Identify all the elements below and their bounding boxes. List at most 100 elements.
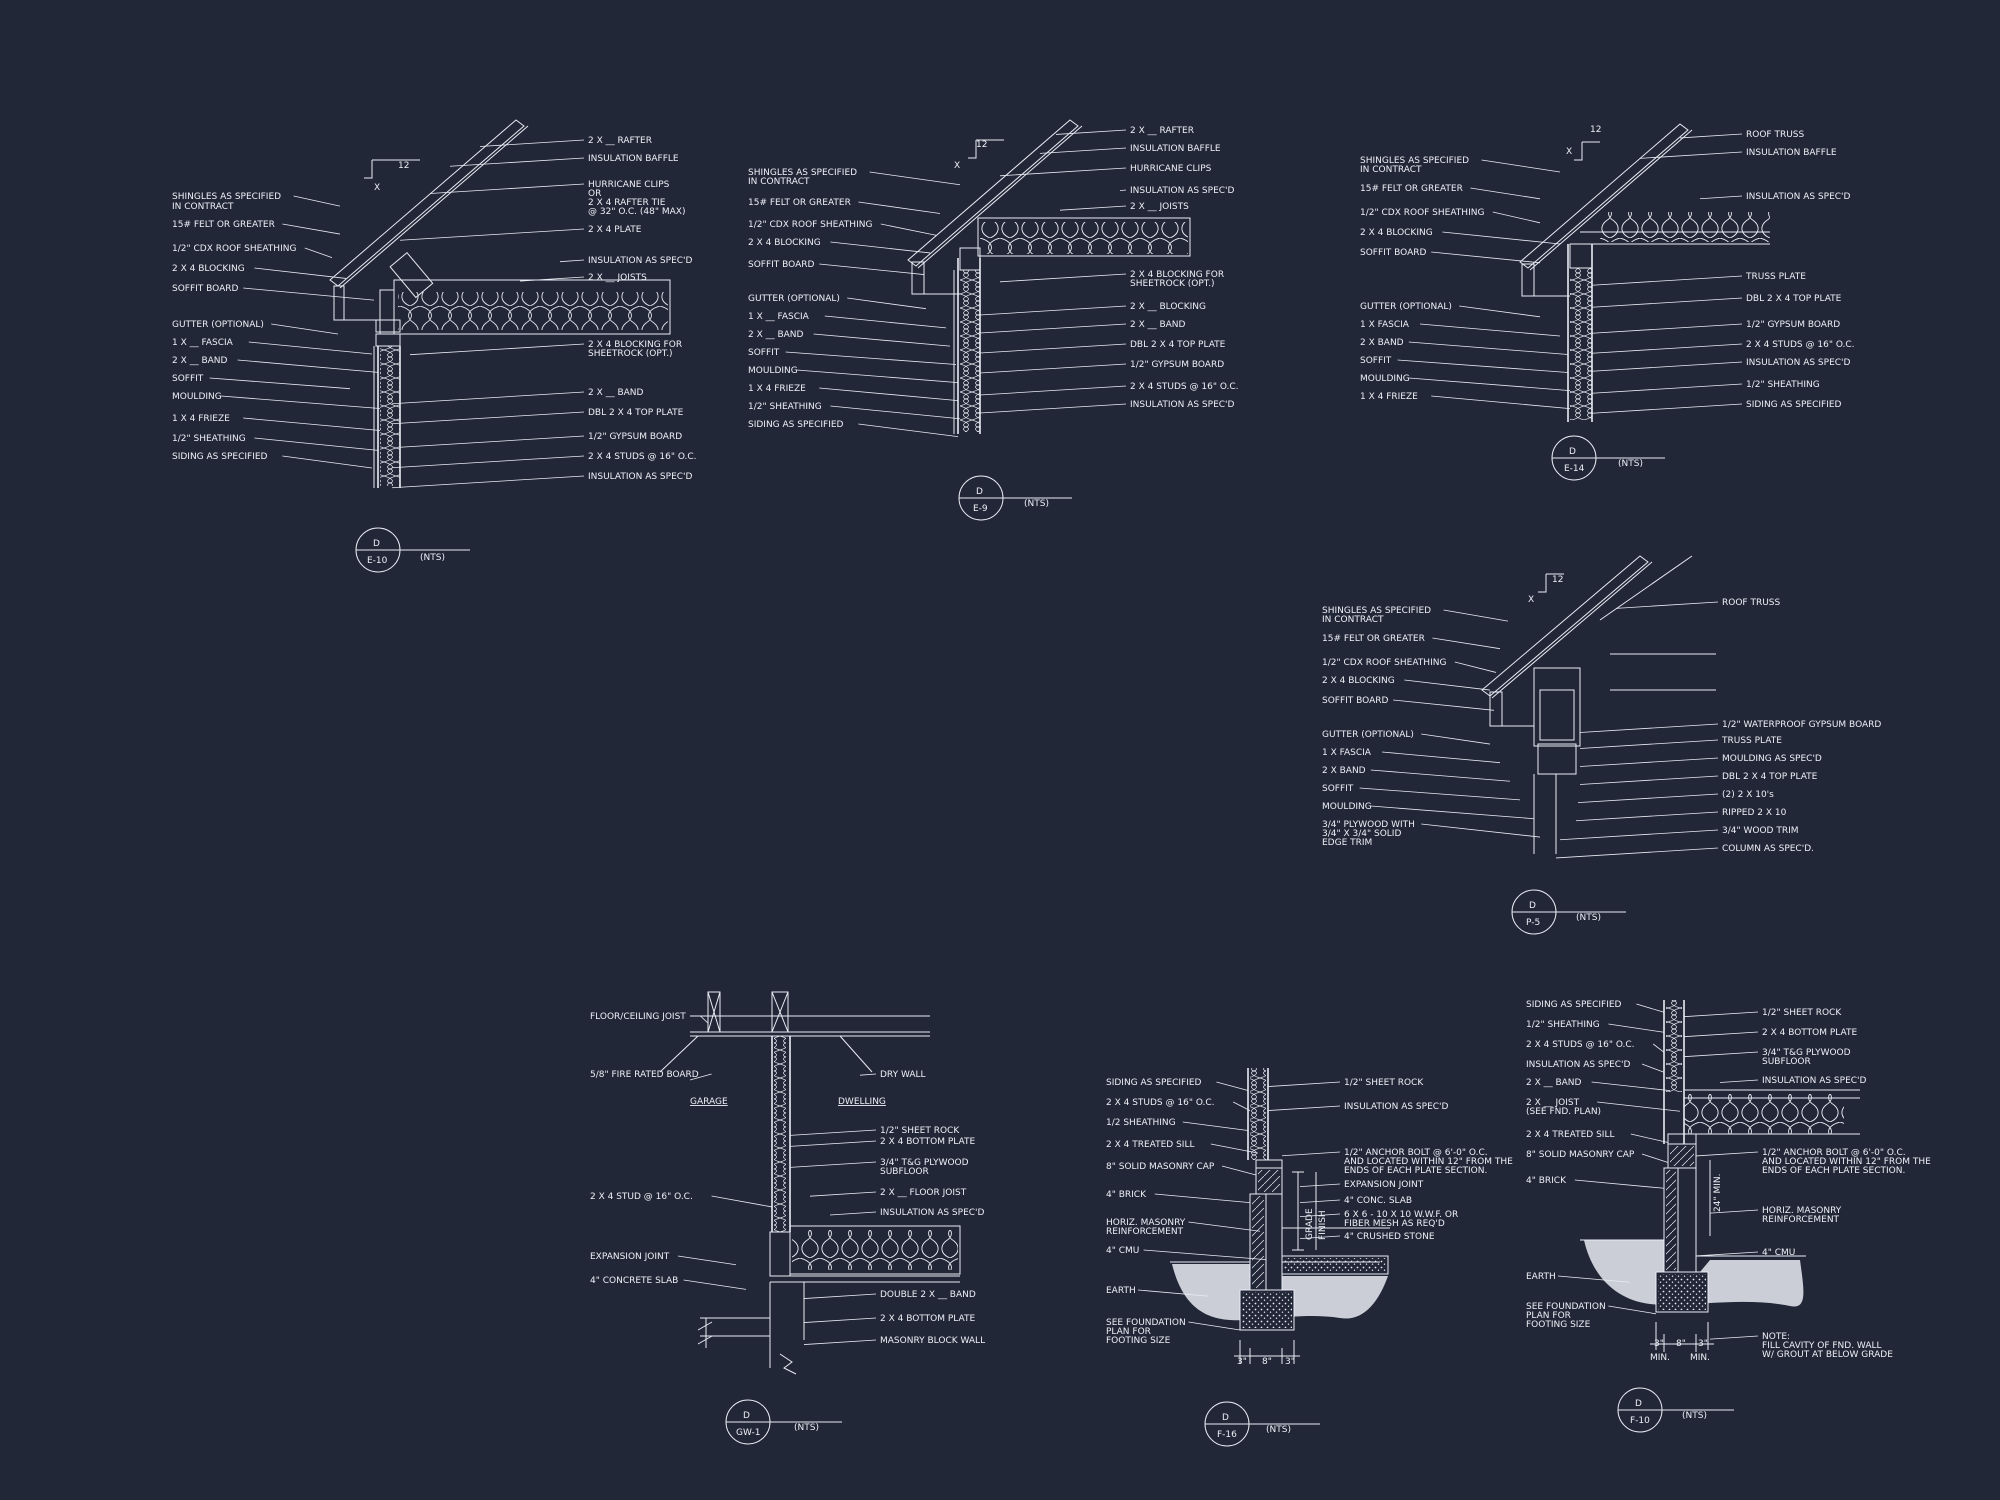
- e14-left-label: GUTTER (OPTIONAL): [1360, 302, 1452, 312]
- e14-leader-line: [1679, 133, 1743, 139]
- e10-left-label: IN CONTRACT: [172, 202, 234, 212]
- e14-left-label: 1 X 4 FRIEZE: [1360, 392, 1418, 402]
- e14-leader-line: [1591, 343, 1743, 354]
- e14-leader-line: [1481, 159, 1561, 173]
- p5-leader-line: [1559, 829, 1719, 841]
- f16-right-label: AND LOCATED WITHIN 12" FROM THE: [1344, 1157, 1513, 1167]
- f16-left-label: EARTH: [1106, 1286, 1136, 1296]
- e10-leader-line: [304, 247, 333, 258]
- e10-pitch-rise: 12: [398, 161, 409, 171]
- p5-right-label: MOULDING AS SPEC'D: [1722, 754, 1822, 764]
- gw1-right-label: 2 X 4 BOTTOM PLATE: [880, 1137, 975, 1147]
- f10-left-label: 2 X 4 TREATED SILL: [1526, 1130, 1614, 1140]
- f10-leader-line: [1597, 1101, 1681, 1112]
- e9-right-label: INSULATION BAFFLE: [1130, 144, 1221, 154]
- p5-tag-scale: (NTS): [1576, 913, 1601, 923]
- e9-left-label: 2 X 4 BLOCKING: [748, 238, 821, 248]
- e9-right-label: HURRICANE CLIPS: [1130, 164, 1212, 174]
- e14-leader-line: [1639, 151, 1743, 159]
- e14-left-label: 15# FELT OR GREATER: [1360, 184, 1463, 194]
- e14-leader-line: [1591, 323, 1743, 334]
- f16-leader-line: [1210, 1143, 1259, 1154]
- e10-leader-line: [409, 343, 585, 356]
- e14-left-label: 1 X FASCIA: [1360, 320, 1410, 330]
- e10-right-label: OR: [588, 189, 601, 199]
- p5-left-label: 2 X BAND: [1322, 766, 1366, 776]
- f10-left-label: 2 X 4 STUDS @ 16" O.C.: [1526, 1040, 1635, 1050]
- e9-left-label: SHINGLES AS SPECIFIED: [748, 168, 857, 178]
- e9-left-label: GUTTER (OPTIONAL): [748, 294, 840, 304]
- f10-left-label: 4" BRICK: [1526, 1176, 1567, 1186]
- e9-leader-line: [979, 403, 1127, 414]
- e10-right-label: DBL 2 X 4 TOP PLATE: [588, 408, 684, 418]
- e14-linework: [1519, 123, 1770, 422]
- e10-tag-scale: (NTS): [420, 553, 445, 563]
- e10-right-label: 2 X 4 STUDS @ 16" O.C.: [588, 452, 697, 462]
- f16-right-label: ENDS OF EACH PLATE SECTION.: [1344, 1166, 1487, 1176]
- f10-leader-line: [1683, 1051, 1759, 1058]
- p5-leader-line: [1454, 661, 1497, 673]
- e9-right-label: DBL 2 X 4 TOP PLATE: [1130, 340, 1226, 350]
- f10-right-label: 1/2" SHEET ROCK: [1762, 1008, 1842, 1018]
- f16-right-label: 1/2" ANCHOR BOLT @ 6'-0" O.C.: [1344, 1148, 1488, 1158]
- e14-left-label: SOFFIT BOARD: [1360, 248, 1427, 258]
- e10-left-label: GUTTER (OPTIONAL): [172, 320, 264, 330]
- f16-leader-line: [1182, 1121, 1249, 1131]
- gw1-room-garage: GARAGE: [690, 1097, 728, 1107]
- e14-left-label: 1/2" CDX ROOF SHEATHING: [1360, 208, 1484, 218]
- f16-dim-3: 3": [1285, 1357, 1295, 1367]
- e9-right-label: SHEETROCK (OPT.): [1130, 279, 1215, 289]
- e10-leader-line: [271, 323, 339, 335]
- f10-left-label: SIDING AS SPECIFIED: [1526, 1000, 1622, 1010]
- f10-tag-letter: D: [1635, 1399, 1642, 1409]
- f10-right-label: 2 X 4 BOTTOM PLATE: [1762, 1028, 1857, 1038]
- e9-leader-line: [858, 201, 941, 214]
- e14-leader-line: [1470, 187, 1541, 200]
- p5-left-label: MOULDING: [1322, 802, 1372, 812]
- gw1-right-label: 1/2" SHEET ROCK: [880, 1126, 960, 1136]
- detail-f10: 3" 8" 3" MIN. MIN. 24" MIN. SIDING AS SP…: [1526, 1000, 1931, 1433]
- f16-leader-line: [1299, 1183, 1341, 1188]
- gw1-leader-line: [789, 1129, 877, 1136]
- f10-dim-2: 8": [1676, 1339, 1686, 1349]
- detail-f16: 3" 8" 3" GRADE FINISH SIDING AS SPECIFIE…: [1106, 1068, 1513, 1447]
- f16-vertical-grade: GRADE: [1305, 1208, 1315, 1240]
- e14-leader-line: [1591, 297, 1743, 308]
- f16-right-label: EXPANSION JOINT: [1344, 1180, 1424, 1190]
- e10-tag-sheet: E-10: [367, 556, 388, 566]
- e10-right-label: @ 32" O.C. (48" MAX): [588, 207, 685, 217]
- e9-right-label: INSULATION AS SPEC'D: [1130, 186, 1235, 196]
- e10-leader-line: [391, 475, 585, 489]
- f10-leader-line: [1641, 1153, 1669, 1163]
- e10-pitch-marker: X: [374, 183, 380, 193]
- e10-leader-line: [220, 395, 381, 409]
- e10-tag-letter: D: [373, 539, 380, 549]
- f10-leader-line: [1574, 1179, 1665, 1189]
- e14-leader-line: [1699, 195, 1743, 200]
- e9-leader-line: [979, 363, 1127, 374]
- e9-leader-line: [979, 305, 1127, 316]
- e9-left-label: 1/2" CDX ROOF SHEATHING: [748, 220, 872, 230]
- p5-tag-letter: D: [1529, 901, 1536, 911]
- f10-dim-1: 3": [1654, 1339, 1664, 1349]
- f16-left-label: FOOTING SIZE: [1106, 1336, 1171, 1346]
- e9-linework: [907, 119, 1191, 434]
- p5-pitch-marker: X: [1528, 595, 1534, 605]
- e10-leader-line: [399, 435, 585, 448]
- gw1-leader-line: [789, 1140, 877, 1147]
- f10-left-label: (SEE FND. PLAN): [1526, 1107, 1601, 1117]
- gw1-right-label: DRY WALL: [880, 1070, 926, 1080]
- f10-left-label: PLAN FOR: [1526, 1311, 1571, 1321]
- f16-leader-line: [1267, 1081, 1341, 1087]
- e10-leader-line: [237, 359, 379, 373]
- e9-leader-line: [824, 315, 947, 329]
- e9-left-label: 1 X __ FASCIA: [748, 312, 810, 322]
- f16-vertical-finish: FINISH: [1318, 1210, 1328, 1240]
- e9-leader-line: [830, 241, 931, 254]
- f16-leader-line: [1188, 1321, 1241, 1331]
- p5-leader-line: [1579, 739, 1719, 749]
- e14-left-label: SOFFIT: [1360, 356, 1392, 366]
